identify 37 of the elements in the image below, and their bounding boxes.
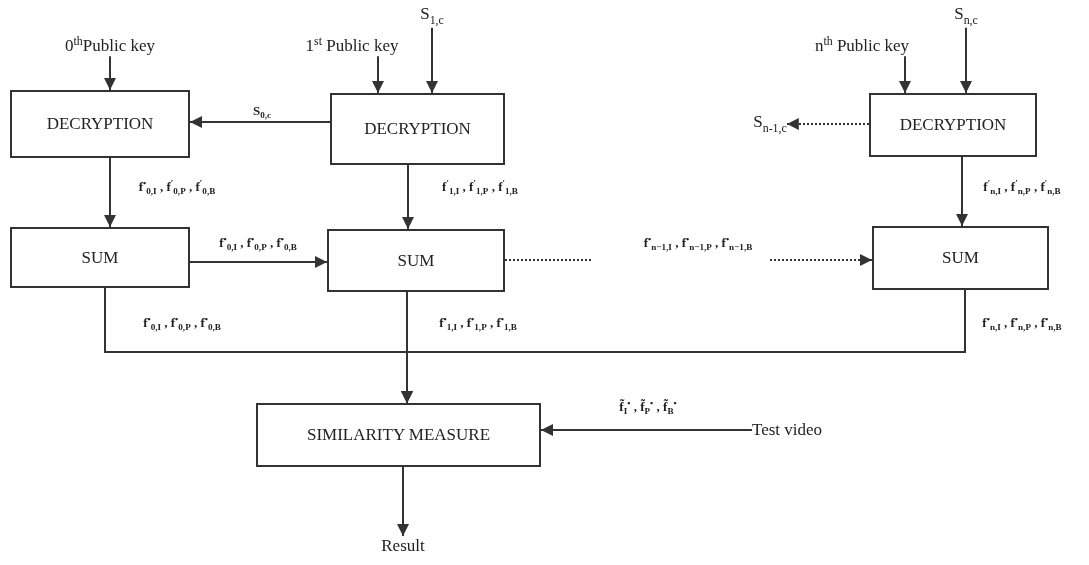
arrow [956, 156, 968, 227]
box-label: DECRYPTION [364, 119, 471, 139]
input-label: S$_{n,c}$ [954, 4, 978, 28]
arrow [899, 55, 911, 94]
arrow [189, 116, 331, 128]
input-label: Test video [751, 420, 823, 440]
input-label: 0$^{th}$Public key [65, 33, 155, 57]
box-label: SUM [81, 247, 119, 268]
arrow [402, 164, 414, 230]
box-label: SUM [942, 248, 979, 268]
arrow [785, 118, 870, 130]
box-label: SUM [397, 250, 435, 271]
process-box [330, 93, 505, 165]
arrow [540, 424, 753, 436]
input-label: S$_{1,c}$ [420, 4, 444, 28]
arrow [960, 26, 972, 94]
box-label: DECRYPTION [46, 114, 154, 134]
input-label: S$_{n-1,c}$ [753, 112, 787, 136]
box-label: SIMILARITY MEASURE [306, 425, 491, 445]
input-label: n$^{th}$ Public key [814, 33, 910, 57]
arrow [426, 26, 438, 94]
process-box [327, 229, 505, 292]
arrow [401, 289, 966, 404]
arrow [104, 157, 116, 228]
process-box [869, 93, 1037, 157]
arrow [397, 466, 409, 537]
arrow [372, 55, 384, 94]
arrow [189, 256, 328, 268]
arrow [769, 254, 873, 266]
process-box [256, 403, 541, 467]
arrow [104, 55, 116, 91]
input-label: Result [381, 536, 425, 556]
input-label: 1$^{st}$ Public key [305, 33, 399, 57]
box-label: DECRYPTION [899, 115, 1007, 135]
process-box [10, 227, 190, 288]
process-box [10, 90, 190, 158]
process-box [872, 226, 1049, 290]
